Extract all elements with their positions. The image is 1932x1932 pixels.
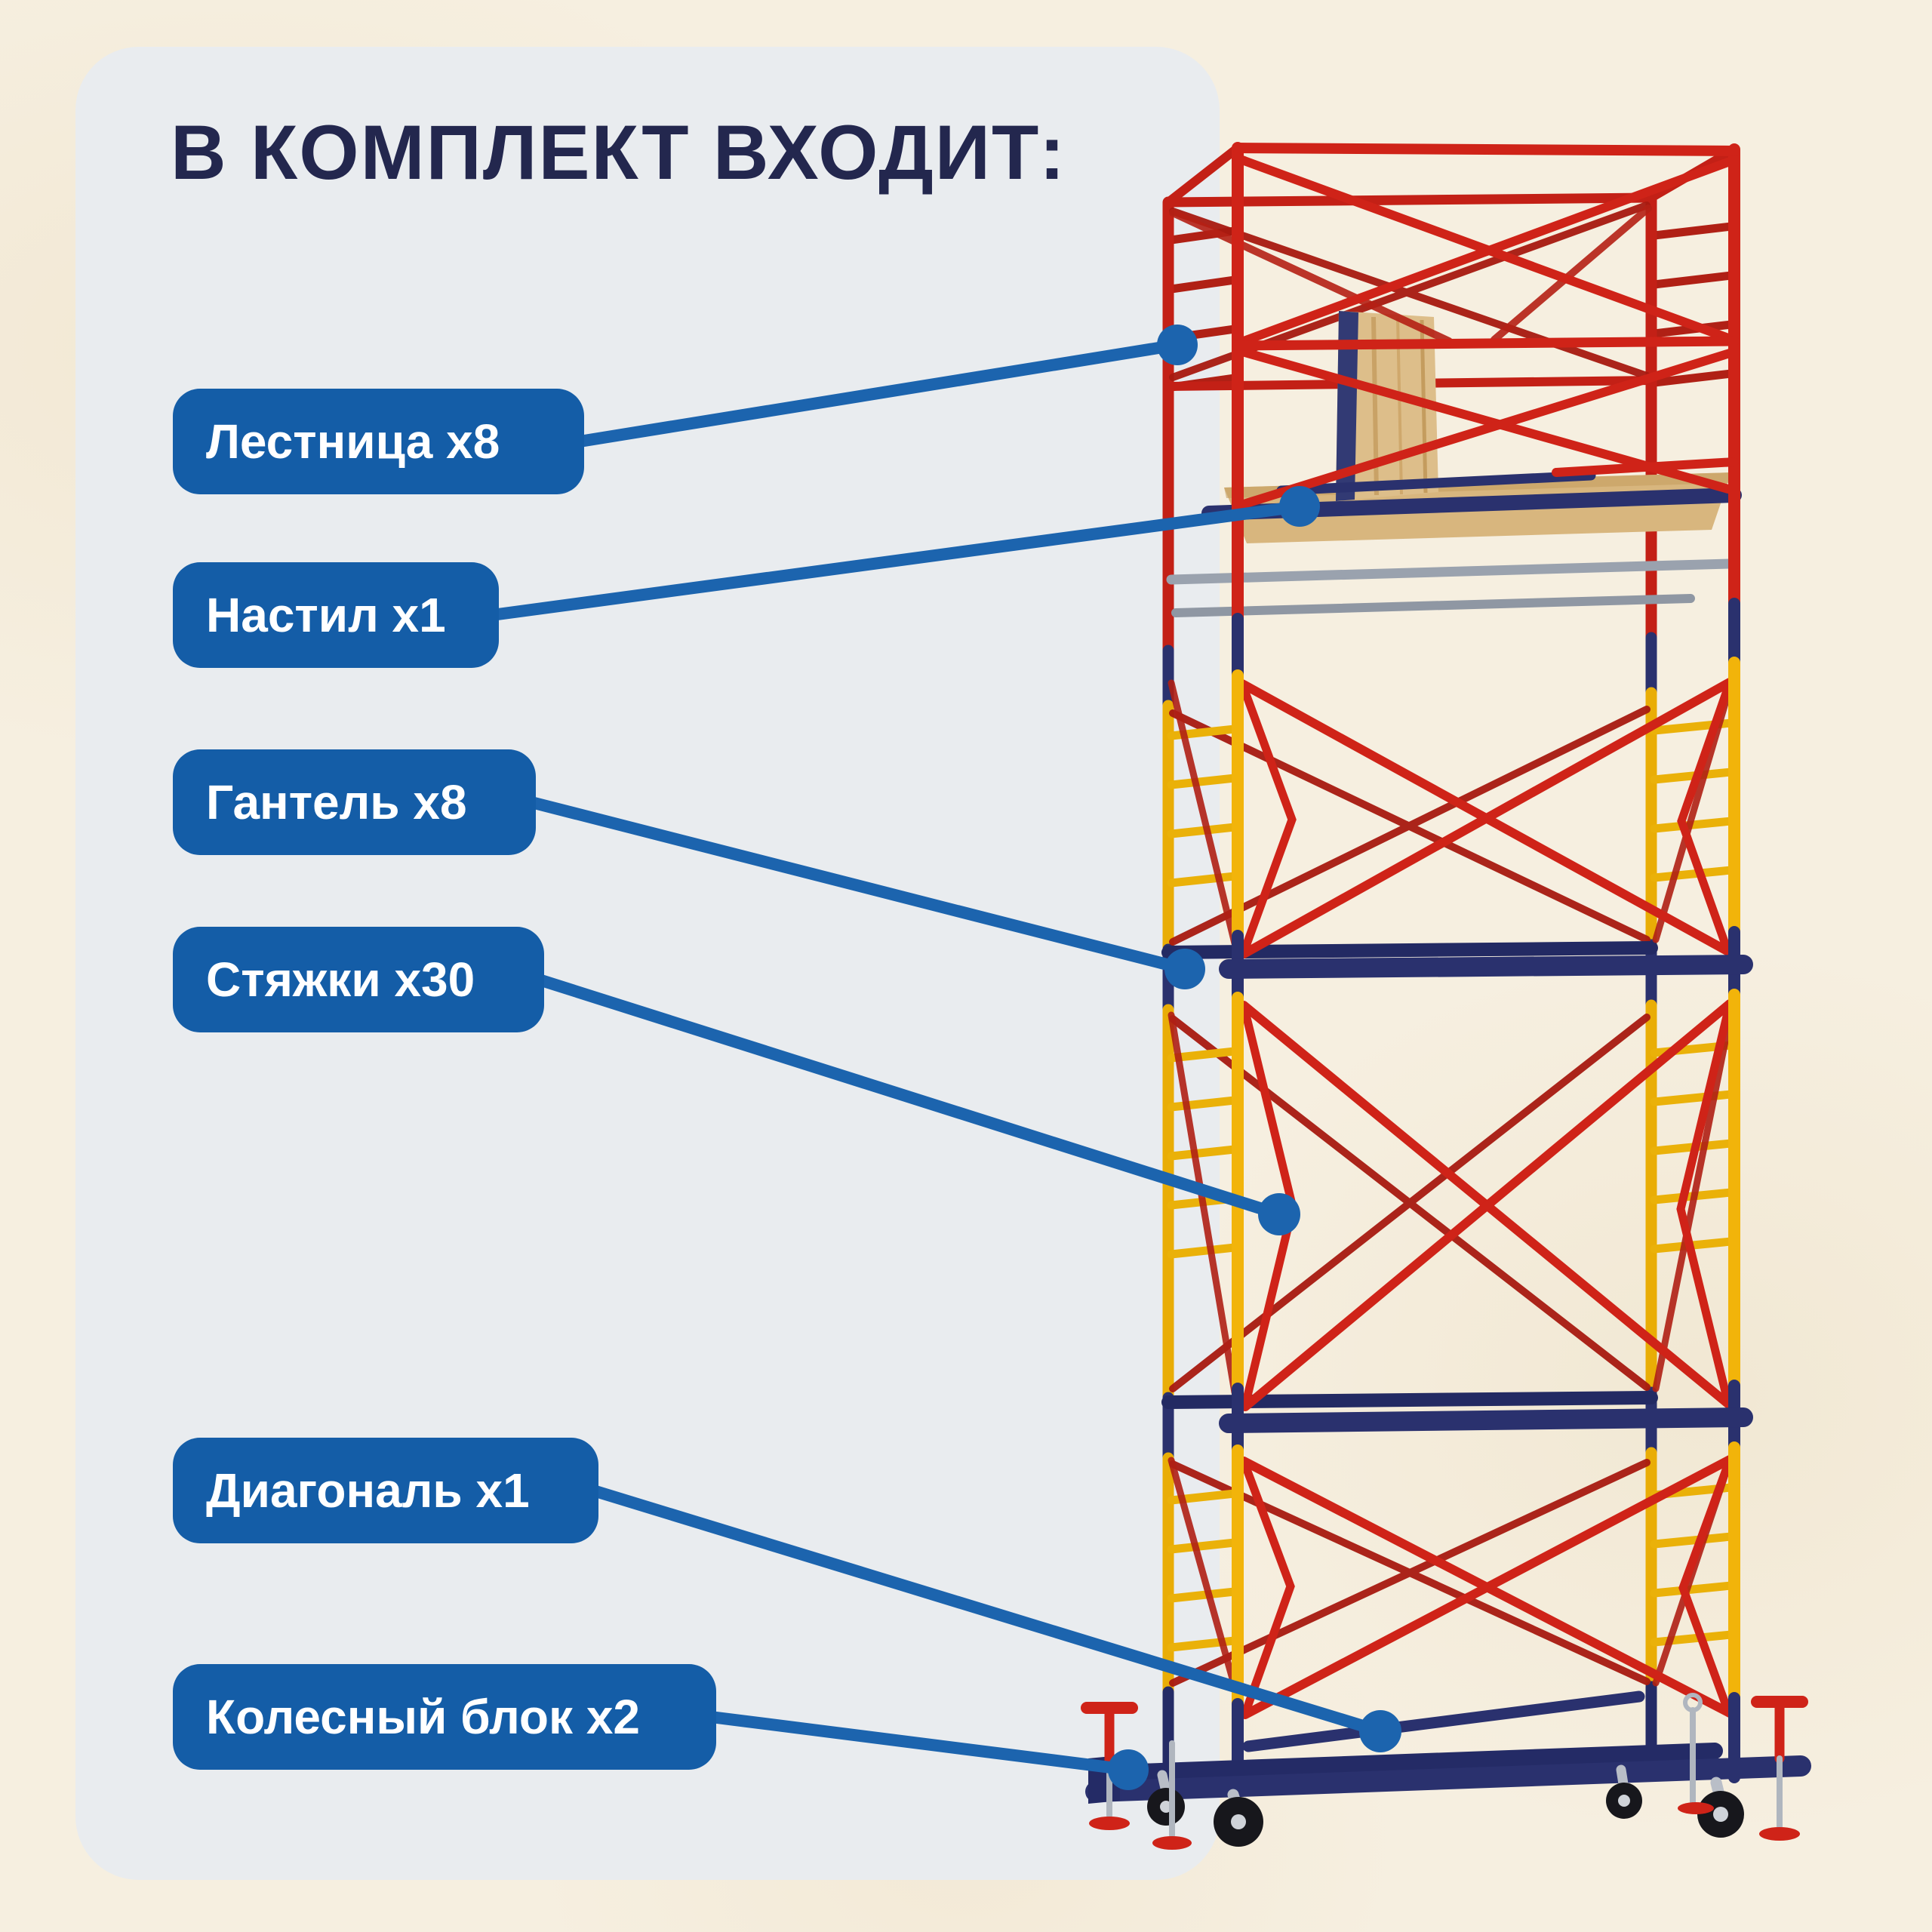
label-ties: Стяжки x30 (173, 927, 544, 1032)
callout-dot-deck (1279, 486, 1320, 527)
tower-front-frame (1169, 142, 1753, 1793)
callout-line-wheel-block (705, 1711, 1134, 1776)
callout-line-deck (486, 500, 1306, 621)
diagonal-bar (1242, 1690, 1645, 1752)
label-diagonal-text: Диагональ x1 (206, 1463, 530, 1518)
label-ladder-text: Лестница x8 (206, 414, 500, 469)
callout-dot-ladder (1157, 325, 1198, 365)
callout-line-dumbbell (525, 796, 1191, 975)
label-deck: Настил x1 (173, 562, 499, 668)
callout-dot-diagonal (1359, 1710, 1401, 1752)
callout-dot-dumbbell (1164, 949, 1205, 989)
label-ties-text: Стяжки x30 (206, 952, 475, 1007)
callout-line-diagonal (587, 1484, 1386, 1737)
caster-wheels (1147, 1764, 1744, 1847)
label-wheel-block: Колесный блок x2 (173, 1664, 716, 1770)
screw-jacks (1081, 1693, 1808, 1850)
label-deck-text: Настил x1 (206, 588, 446, 642)
callout-line-ties (533, 974, 1285, 1220)
label-dumbbell-text: Гантель x8 (206, 775, 467, 829)
label-diagonal: Диагональ x1 (173, 1438, 598, 1543)
callout-line-ladder (574, 339, 1183, 448)
label-ladder: Лестница x8 (173, 389, 584, 494)
callout-dot-ties (1258, 1193, 1300, 1235)
callout-dot-wheel-block (1108, 1749, 1149, 1790)
callout-lines (486, 339, 1386, 1776)
label-dumbbell: Гантель x8 (173, 749, 536, 855)
callout-dots (1108, 325, 1401, 1790)
tower-base (1081, 1690, 1811, 1850)
page-title: В КОМПЛЕКТ ВХОДИТ: (171, 109, 1066, 195)
label-wheel-block-text: Колесный блок x2 (206, 1690, 640, 1744)
